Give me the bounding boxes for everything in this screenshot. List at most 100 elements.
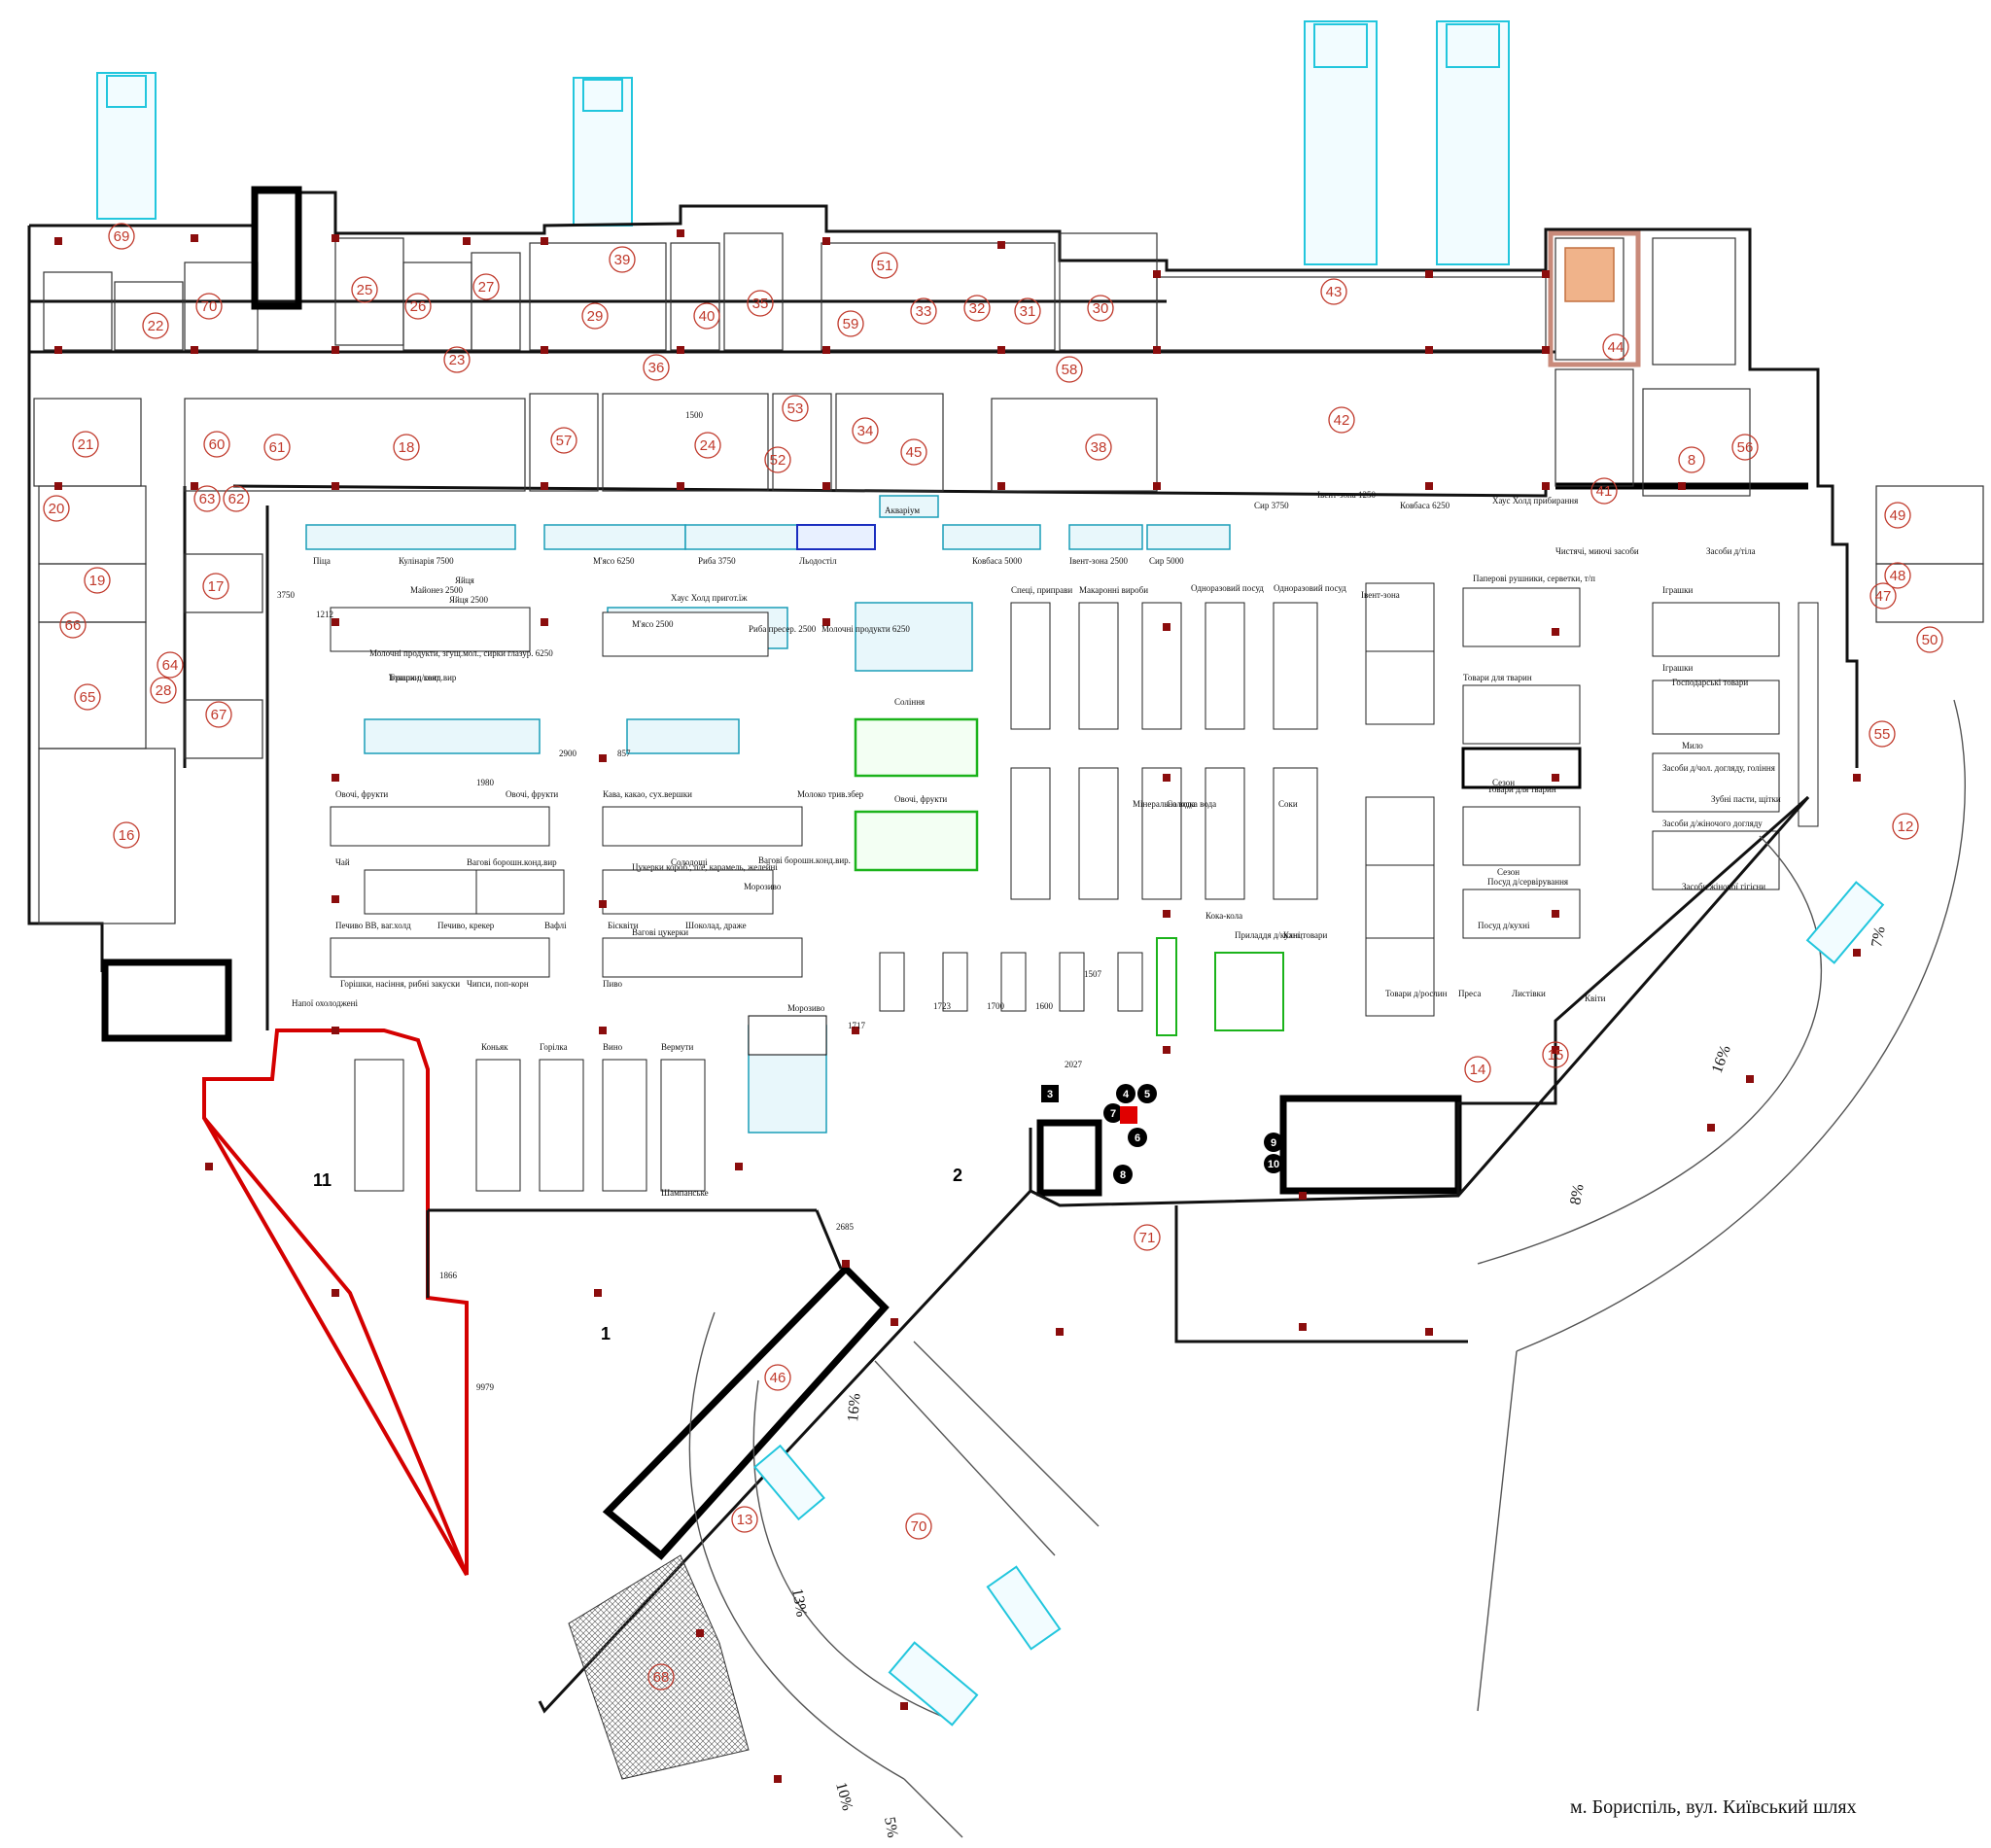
room-number: 21 [78,436,94,453]
column [1746,1075,1754,1083]
column [599,900,607,908]
column [677,482,684,490]
fire-panel [1120,1106,1137,1124]
column [822,237,830,245]
column [332,895,339,903]
room-circle [263,434,291,461]
stair-cores [251,186,1641,1197]
column [332,234,339,242]
column [54,237,62,245]
aisle-label-dairy1: Молочні продукти, згущ.мол., сирки глазу… [369,648,553,658]
room-number: 14 [1470,1062,1486,1078]
room-number: 69 [114,228,130,245]
dimension-label: 9979 [476,1382,495,1392]
produce-stands [854,717,1284,1036]
column [1853,774,1861,782]
room-circle [351,276,378,303]
room-circle [609,246,636,273]
equipment-badge: 3 [1041,1085,1059,1102]
room-marker: 28 [150,677,177,704]
room-circle [731,1506,758,1533]
room-marker: 48 [1884,562,1911,589]
dimension-label: 1212 [316,610,333,619]
badge-circle [1128,1128,1147,1147]
ramp-slope-label: 13% [788,1587,810,1619]
column [997,346,1005,354]
dimension-label: 2900 [559,749,577,758]
column [1542,270,1550,278]
room-marker: 35 [747,290,774,317]
room-circle [764,1364,791,1391]
aisle-label-hh: Хаус Холд пригот.їж [671,593,748,603]
aisle-label-candy: Цукерки короб., п/е, карамель, желейні [632,862,778,872]
room-marker: 23 [443,346,471,373]
label-sausage2: Ковбаса 6250 [1400,501,1450,510]
room-number: 53 [787,401,804,417]
column [1299,1323,1307,1331]
dimension-label: 1980 [476,778,495,787]
room-marker: 68 [647,1663,675,1691]
badge-circle [1116,1084,1135,1103]
room-number: 15 [1548,1047,1564,1063]
aisle-label-dishes2: Посуд д/сервірування [1487,877,1568,887]
room-marker: 34 [852,417,879,444]
equipment-badge: 7 [1103,1103,1123,1123]
aisle-label-fhyg: Засоби жіночої гігієни [1682,882,1765,891]
room-number: 20 [49,501,65,517]
room-number: 60 [209,436,226,453]
room-marker: 62 [223,485,250,512]
aisle-label-bodycare2: Засоби д/чол. догляду, гоління [1662,763,1775,773]
hatched-entrance [568,1554,750,1780]
room-circle [1602,333,1629,361]
room-marker: 31 [1014,297,1041,325]
label-event2: Івент-зона 1250 [1317,490,1376,500]
aisle-label-veg2: Овочі, фрукти [335,789,388,799]
room-marker: 63 [193,485,221,512]
column [1425,1328,1433,1336]
dimension-label: 1717 [848,1021,866,1030]
column [332,1027,339,1034]
room-number: 26 [410,298,427,315]
aisle-label-sweetwater: Солодка вода [1167,799,1216,809]
column [1552,774,1559,782]
badge-circle [1103,1103,1123,1123]
aisle-label-pets: Товари для тварин [1463,673,1532,682]
room-circle [871,252,898,279]
column [997,241,1005,249]
column [1163,910,1170,918]
room-circle [203,431,230,458]
room-number: 36 [648,360,665,376]
room-number: 40 [699,308,716,325]
room-marker: 40 [693,302,720,330]
room-marker: 24 [694,432,721,459]
room-circle [1085,434,1112,461]
badge-number: 5 [1144,1089,1150,1100]
dimension-label: 1507 [1084,969,1102,979]
aisle-label-veg3: Овочі, фрукти [506,789,558,799]
aisle-label-eggs: Яйця [455,575,474,585]
column [191,234,198,242]
aisle-label-plants: Товари д/рослин [1385,989,1448,998]
column [332,774,339,782]
label-meat: М'ясо 6250 [593,556,635,566]
aisle-label-chips: Чипси, поп-корн [467,979,529,989]
label-fish: Риба 3750 [698,556,736,566]
room-number: 32 [969,300,986,317]
column [1678,482,1686,490]
column [677,346,684,354]
aisle-label-household: Господарські товари [1672,678,1748,687]
aisle-label-cards: Листівки [1512,989,1546,998]
equipment-badge: 10 [1264,1154,1283,1173]
aisle-label-toys: Іграшки [1662,585,1693,595]
room-marker: 20 [43,495,70,522]
column [822,618,830,626]
room-marker: 41 [1590,477,1618,505]
label-cheese2: Сир 3750 [1254,501,1289,510]
room-number: 55 [1874,726,1891,743]
aisle-label-salad: Соління [894,697,925,707]
aisle-label-fishpres: Риба пресер. 2500 [749,624,817,634]
zone-1-label: 1 [601,1324,611,1343]
column [1153,346,1161,354]
room-marker: 57 [550,427,577,454]
